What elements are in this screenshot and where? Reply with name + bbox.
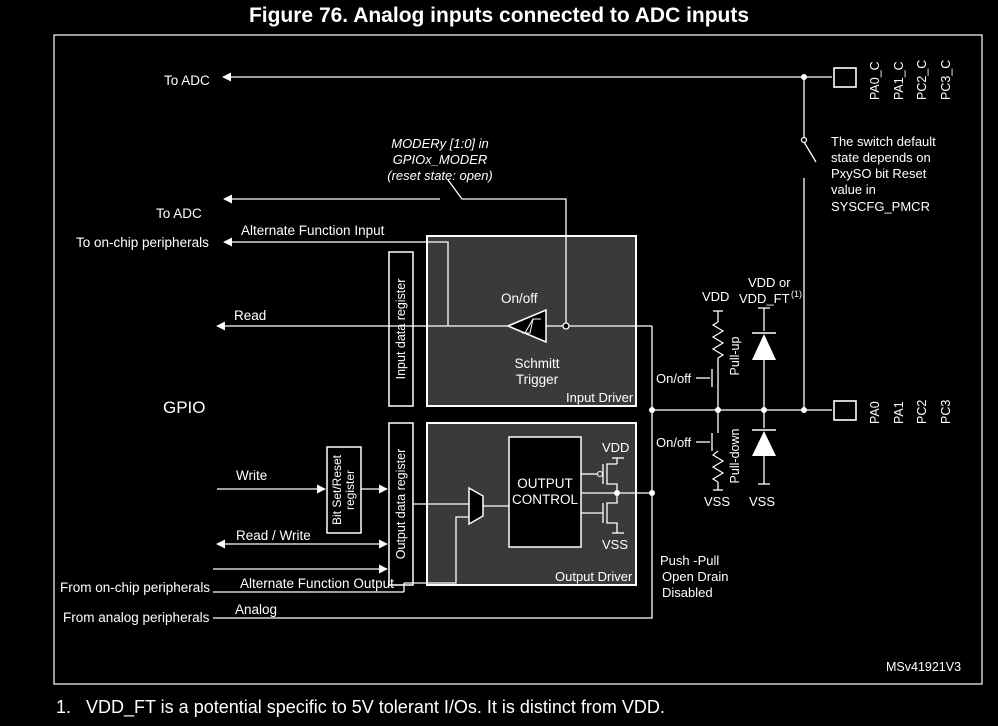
switch-note-5: SYSCFG_PMCR [831,199,930,214]
moder-label-1: MODERy [1:0] in [391,136,489,151]
output-control-label-1: OUTPUT [517,476,573,491]
switch-note-2: state depends on [831,150,931,165]
moder-label-3: (reset state: open) [387,168,493,183]
pin-pad-main [833,400,857,421]
mode-label-3: Disabled [662,585,713,600]
figure-title: Figure 76. Analog inputs connected to AD… [248,4,750,27]
output-data-register-label: Output data register [394,449,408,559]
input-data-register-label: Input data register [394,279,408,380]
moder-label-2: GPIOx_MODER [393,152,488,167]
bit-set-reset-label-2: register [343,470,357,510]
read-label: Read [234,308,266,323]
schmitt-label-1: Schmitt [514,356,559,371]
input-data-register-box [388,251,414,407]
pin-label-pc2-c: PC2_C [915,60,929,100]
schmitt-label-2: Trigger [516,372,559,387]
to-adc-mid-label: To ADC [156,206,202,221]
vdd-pullup-label: VDD [702,289,729,304]
pull-up-on-off-label: On/off [656,371,692,386]
pin-pad-top [833,67,857,88]
vss-inner-label: VSS [602,537,628,552]
output-control-label-2: CONTROL [512,492,578,507]
pull-up-label: Pull-up [728,337,742,376]
gpio-label: GPIO [163,398,206,417]
input-driver-label: Input Driver [566,390,634,405]
switch-note-3: PxySO bit Reset [831,166,927,181]
diode-upper [752,334,776,360]
pull-down-on-off-label: On/off [656,435,692,450]
figure-reference: MSv41921V3 [886,660,961,674]
pull-down-label: Pull-down [728,429,742,484]
pin-label-pa1: PA1 [892,401,906,424]
pull-down-resistor [711,450,725,483]
vdd-or-label: VDD or [748,275,791,290]
from-onchip-label: From on-chip peripherals [60,580,210,595]
vdd-inner-label: VDD [602,440,629,455]
footnote: 1. VDD_FT is a potential specific to 5V t… [56,697,665,718]
schmitt-on-off-label: On/off [501,291,538,306]
pin-label-pc3: PC3 [939,400,953,424]
output-control-box [508,436,582,548]
alt-func-input-label: Alternate Function Input [241,223,385,238]
diagram-frame [53,34,983,685]
diode-lower [752,431,776,456]
pull-up-resistor [711,321,725,359]
to-onchip-label: To on-chip peripherals [76,235,209,250]
pin-label-pc3-c: PC3_C [939,60,953,100]
pin-label-pc2: PC2 [915,400,929,424]
analog-label: Analog [235,602,277,617]
pin-label-pa0-c: PA0_C [868,61,882,100]
bit-set-reset-label-1: Bit Set/Reset [330,454,344,525]
write-label: Write [236,468,267,483]
mode-label-1: Push -Pull [660,553,719,568]
output-data-register-box [388,422,414,586]
vss-diode-label: VSS [749,494,775,509]
output-driver-label: Output Driver [555,569,633,584]
switch [803,141,817,163]
switch-note-4: value in [831,182,876,197]
footnote-text: VDD_FT is a potential specific to 5V tol… [86,697,665,717]
mode-label-2: Open Drain [662,569,728,584]
to-adc-top-label: To ADC [164,73,210,88]
alt-func-output-label: Alternate Function Output [240,576,394,591]
switch-note-1: The switch default [831,134,936,149]
vss-pulldown-label: VSS [704,494,730,509]
vdd-ft-label: VDD_FT [739,291,790,306]
pin-label-pa0: PA0 [868,401,882,424]
vdd-ft-footnote-mark: (1) [791,289,802,299]
output-multiplexer [468,486,484,526]
bit-set-reset-register-box [326,446,362,534]
pin-label-pa1-c: PA1_C [892,61,906,100]
from-analog-label: From analog peripherals [63,610,210,625]
read-write-label: Read / Write [236,528,311,543]
footnote-number: 1. [56,697,72,717]
